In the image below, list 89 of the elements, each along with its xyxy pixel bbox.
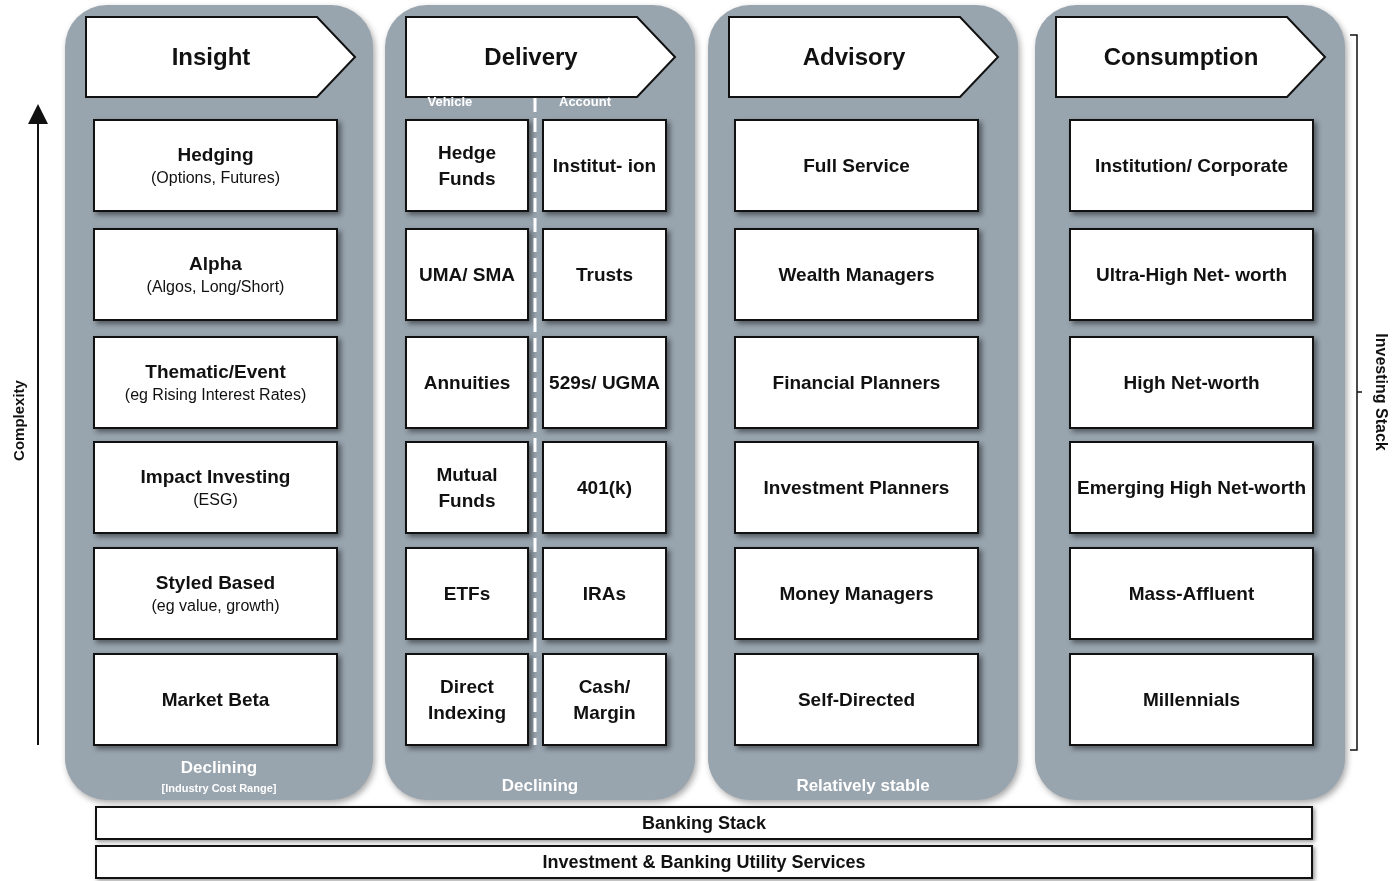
category-card xyxy=(405,336,529,429)
card-title: Thematic/Event xyxy=(145,360,286,385)
column-panel xyxy=(385,5,695,800)
card-title: Market Beta xyxy=(161,687,270,712)
card-title: Cash/ Margin xyxy=(572,674,637,725)
category-card xyxy=(542,336,667,429)
category-card xyxy=(542,653,667,746)
category-card xyxy=(542,441,667,534)
card-title: Alpha xyxy=(189,252,242,277)
layer-bar xyxy=(95,806,1313,840)
category-card xyxy=(734,119,979,212)
category-card xyxy=(1069,119,1314,212)
column-label: Vehicle xyxy=(427,93,473,109)
category-card xyxy=(1069,336,1314,429)
card-title: Ultra-High Net- worth xyxy=(1095,262,1287,287)
axis-label: Complexity xyxy=(9,379,27,461)
category-card xyxy=(734,228,979,321)
category-card xyxy=(93,441,338,534)
category-card xyxy=(93,653,338,746)
trend-label: Declining xyxy=(501,776,579,796)
category-card xyxy=(93,228,338,321)
layer-bar xyxy=(95,845,1313,879)
card-title: Hedging xyxy=(177,143,254,168)
column-panel xyxy=(65,5,373,800)
column-heading: Insight xyxy=(171,43,252,71)
card-title: Impact Investing xyxy=(140,465,291,490)
card-title: Financial Planners xyxy=(772,370,941,395)
card-title: Trusts xyxy=(576,262,633,287)
card-title: Wealth Managers xyxy=(778,262,935,287)
category-card xyxy=(734,547,979,640)
category-card xyxy=(93,119,338,212)
card-title: Annuities xyxy=(423,370,511,395)
card-subtitle: (eg value, growth) xyxy=(151,595,280,616)
category-card xyxy=(405,547,529,640)
card-subtitle: (Options, Futures) xyxy=(151,167,280,188)
card-title: Institution/ Corporate xyxy=(1094,153,1289,178)
card-title: 401(k) xyxy=(577,475,632,500)
category-card xyxy=(405,441,529,534)
column-heading: Delivery xyxy=(484,43,579,71)
card-title: 529s/ UGMA xyxy=(549,370,660,395)
card-title: Mass-Affluent xyxy=(1128,581,1255,606)
trend-label: Relatively stable xyxy=(796,776,930,796)
column-heading: Advisory xyxy=(802,43,907,71)
chevron-header xyxy=(405,16,677,98)
card-title: Mutual Funds xyxy=(435,462,499,513)
card-title: High Net-worth xyxy=(1123,370,1260,395)
card-subtitle: (eg Rising Interest Rates) xyxy=(124,384,307,405)
card-title: Investment Planners xyxy=(763,475,950,500)
category-card xyxy=(93,336,338,429)
category-card xyxy=(542,228,667,321)
card-title: ETFs xyxy=(443,581,491,606)
category-card xyxy=(405,653,529,746)
card-title: UMA/ SMA xyxy=(418,262,516,287)
card-title: Full Service xyxy=(803,153,910,178)
category-card xyxy=(734,441,979,534)
card-title: Styled Based xyxy=(155,571,276,596)
card-title: Millennials xyxy=(1142,687,1241,712)
category-card xyxy=(542,547,667,640)
category-card xyxy=(93,547,338,640)
card-title: Emerging High Net-worth xyxy=(1076,475,1307,500)
column-panel xyxy=(1035,5,1345,800)
card-title: IRAs xyxy=(582,581,627,606)
category-card xyxy=(1069,228,1314,321)
card-subtitle: (ESG) xyxy=(193,489,238,510)
category-card xyxy=(1069,547,1314,640)
category-card xyxy=(734,336,979,429)
card-title: Money Managers xyxy=(779,581,934,606)
column-label: Account xyxy=(559,93,611,109)
card-title: Banking Stack xyxy=(641,811,766,835)
card-title: Institut- ion xyxy=(552,153,657,178)
bracket-label: Investing Stack xyxy=(1371,333,1390,451)
category-card xyxy=(734,653,979,746)
chevron-header xyxy=(1055,16,1327,98)
card-title: Self-Directed xyxy=(797,687,916,712)
category-card xyxy=(405,228,529,321)
category-card xyxy=(542,119,667,212)
range-note: [Industry Cost Range] xyxy=(161,782,277,794)
chevron-header xyxy=(728,16,1000,98)
category-card xyxy=(1069,441,1314,534)
card-title: Hedge Funds xyxy=(436,140,498,191)
category-card xyxy=(405,119,529,212)
card-subtitle: (Algos, Long/Short) xyxy=(146,276,285,297)
trend-label: Declining xyxy=(180,758,258,778)
card-title: Direct Indexing xyxy=(426,674,508,725)
chevron-header xyxy=(85,16,357,98)
column-heading: Consumption xyxy=(1103,43,1260,71)
column-panel xyxy=(708,5,1018,800)
category-card xyxy=(1069,653,1314,746)
card-title: Investment & Banking Utility Services xyxy=(542,850,866,874)
